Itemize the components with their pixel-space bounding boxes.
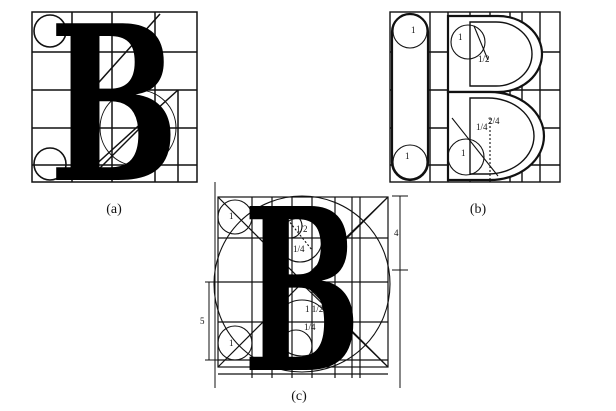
panel-c-mark-2: 1/2 xyxy=(296,224,308,234)
panel-b-fraction-2: 1/4 xyxy=(476,122,488,132)
panel-b-label: (b) xyxy=(470,202,487,217)
panel-a-label: (a) xyxy=(106,202,122,217)
panel-b-fraction-3: 2/4 xyxy=(488,116,500,126)
panel-a-bottom-circle xyxy=(33,147,67,181)
panel-c-construction-circles xyxy=(213,195,391,373)
panel-a: B (a) xyxy=(31,0,198,231)
panel-a-bowl-arc xyxy=(99,89,177,167)
panel-b: 1 1 1 1 1/2 1/4 2/4 (b) xyxy=(389,11,561,217)
panel-c-mark-1: 1 xyxy=(229,211,234,221)
panel-c-mark-4: 1 1/2 xyxy=(305,304,323,314)
panel-b-construction xyxy=(392,13,499,182)
panel-c-grid xyxy=(217,196,389,378)
panel-c: B 1 1/2 1/4 1 1/2 1/4 1 4 5 (c) xyxy=(200,160,408,411)
panel-c-mark-5: 1/4 xyxy=(304,322,316,332)
panel-b-mark-mid-lower: 1 xyxy=(461,148,466,158)
panel-b-mark-mid-upper: 1 xyxy=(458,32,463,42)
panel-a-grid xyxy=(31,11,198,183)
panel-c-mark-6: 1 xyxy=(229,338,234,348)
panel-b-mark-top: 1 xyxy=(411,25,416,35)
panel-c-mark-8: 5 xyxy=(200,316,205,326)
panel-c-letter: B xyxy=(243,160,361,411)
panel-a-letter: B xyxy=(49,0,179,231)
panel-c-label: (c) xyxy=(291,389,307,404)
panel-c-dimension-lines xyxy=(205,182,408,388)
panel-b-mark-bottom: 1 xyxy=(405,151,410,161)
panel-b-letter-outline xyxy=(390,12,546,182)
panel-c-mark-3: 1/4 xyxy=(293,244,305,254)
panel-a-top-circle xyxy=(33,14,67,48)
panel-c-mark-7: 4 xyxy=(394,228,399,238)
panel-b-fraction-1: 1/2 xyxy=(478,54,490,64)
